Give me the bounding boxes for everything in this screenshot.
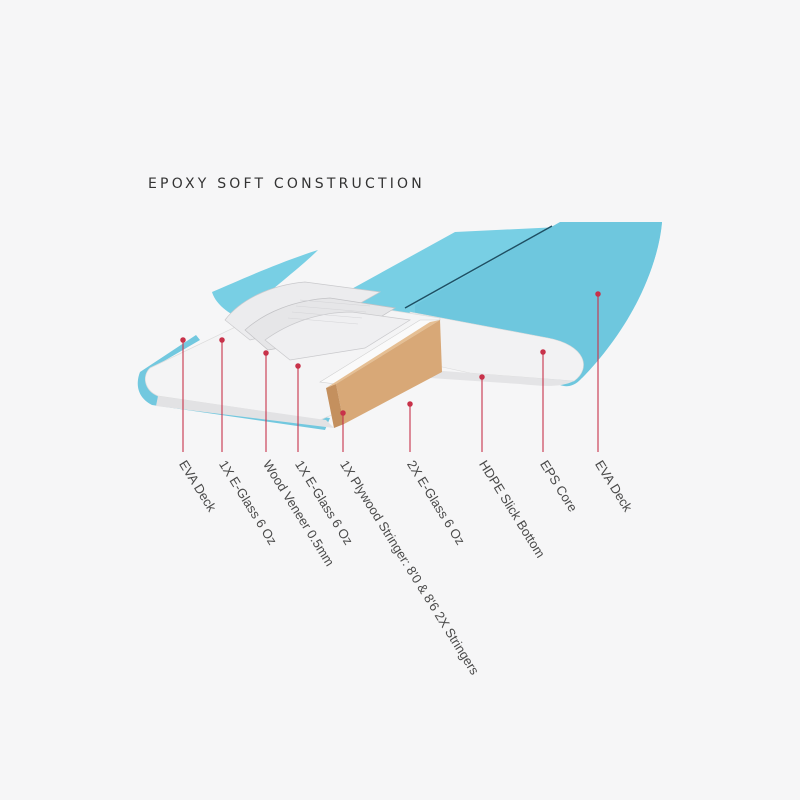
eva-deck-left-flap (212, 250, 318, 318)
stringer-line (404, 225, 553, 309)
diagram-title: EPOXY SOFT CONSTRUCTION (148, 176, 425, 192)
hdpe-bottom (430, 370, 574, 386)
plywood-stringer-edge (326, 384, 344, 428)
plywood-stringer-face (336, 320, 442, 424)
core-bottom-left (156, 396, 334, 428)
leader-lines (180, 291, 601, 452)
plywood-stringer-top (326, 320, 440, 388)
